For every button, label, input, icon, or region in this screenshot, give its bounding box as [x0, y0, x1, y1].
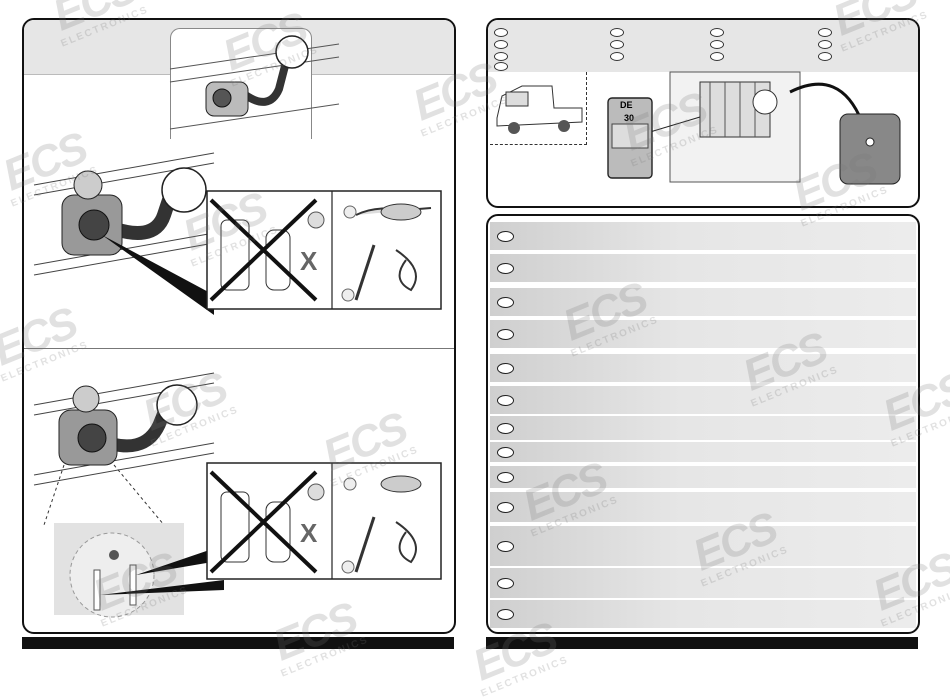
header-bullet	[610, 40, 624, 49]
step-bullet	[497, 609, 514, 620]
fuse-label-bottom: 30	[624, 113, 635, 123]
step-bullet	[497, 472, 514, 483]
step-bullet	[497, 297, 514, 308]
header-bullet	[710, 40, 724, 49]
step-bullet	[497, 541, 514, 552]
instruction-row	[490, 320, 916, 348]
cleaning-instructions-box-bottom: X	[206, 462, 442, 580]
instruction-row	[490, 354, 916, 382]
step-bullet	[497, 395, 514, 406]
vehicle-inset-frame	[490, 72, 587, 145]
instruction-row	[490, 466, 916, 488]
fuse-location-panel: DE 30	[486, 18, 920, 208]
footer-bar-left	[22, 637, 454, 649]
step-bullet	[497, 423, 514, 434]
header-bullet	[818, 40, 832, 49]
instruction-row	[490, 600, 916, 628]
section-divider	[24, 348, 454, 349]
cross-mark: X	[300, 518, 318, 548]
header-bullet	[710, 52, 724, 61]
header-bullet	[818, 28, 832, 37]
header-bullet	[494, 52, 508, 61]
towbar-socket-large-illustration-bottom	[33, 372, 224, 618]
towbar-socket-small-illustration	[169, 35, 340, 130]
instruction-row	[490, 526, 916, 566]
step-bullet	[497, 502, 514, 513]
header-bullet	[494, 40, 508, 49]
header-bullet	[494, 62, 508, 71]
fuse-label-top: DE	[620, 100, 633, 110]
header-bullet	[610, 28, 624, 37]
header-bullet	[710, 28, 724, 37]
step-bullet	[497, 329, 514, 340]
cleaning-instructions-box-top: X	[206, 190, 442, 310]
instruction-row	[490, 254, 916, 282]
left-instruction-panel: X X	[22, 18, 456, 634]
fuse-icon	[607, 97, 653, 179]
step-bullet	[497, 363, 514, 374]
instruction-row	[490, 568, 916, 598]
instruction-row	[490, 288, 916, 316]
towbar-socket-large-illustration-top	[33, 152, 215, 315]
instruction-row	[490, 442, 916, 462]
step-bullet	[497, 231, 514, 242]
header-bullet	[818, 52, 832, 61]
header-bullet	[494, 28, 508, 37]
vehicle-van-illustration	[496, 85, 583, 134]
instruction-row	[490, 386, 916, 414]
step-bullet	[497, 578, 514, 589]
instruction-steps-panel	[486, 214, 920, 634]
instruction-row	[490, 222, 916, 250]
instruction-row	[490, 416, 916, 440]
footer-bar-right	[486, 637, 918, 649]
step-bullet	[497, 263, 514, 274]
cross-mark: X	[300, 246, 318, 276]
instruction-row	[490, 492, 916, 522]
fuse-panel-header	[488, 20, 918, 72]
step-bullet	[497, 447, 514, 458]
engine-bay-fuse-box-illustration	[649, 71, 901, 185]
header-bullet	[610, 52, 624, 61]
